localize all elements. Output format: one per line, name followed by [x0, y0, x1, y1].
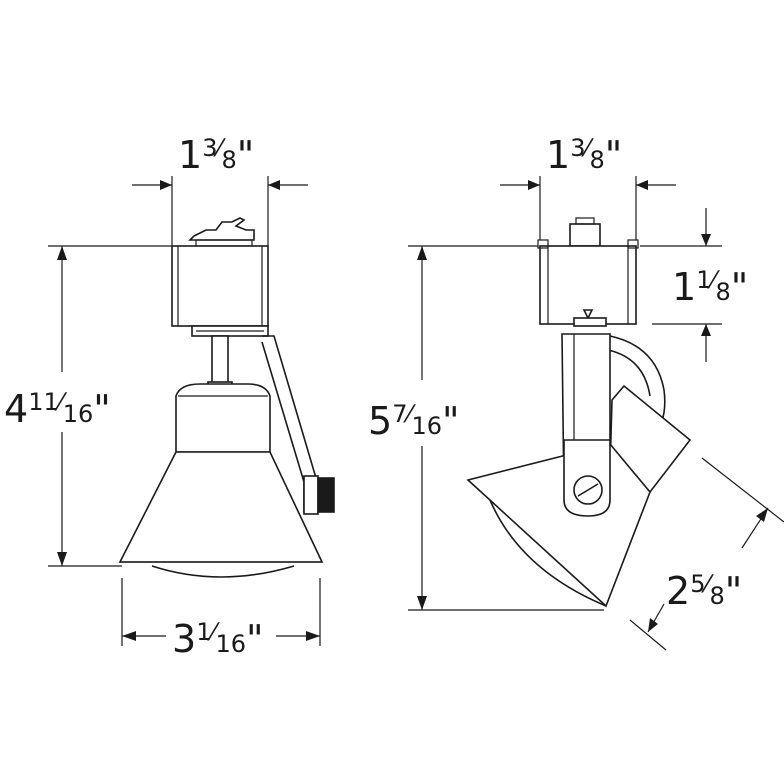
front-bottom-dimension: 31⁄16": [121, 578, 321, 661]
front-view-fixture: [118, 217, 335, 578]
side-top-width-label: 13⁄8": [546, 133, 622, 177]
side-view-fixture: [466, 217, 692, 608]
side-adapter-dimension: 11⁄8": [640, 208, 748, 362]
side-height-dimension: 57⁄16": [368, 245, 604, 611]
side-height-label: 57⁄16": [368, 399, 460, 443]
side-head-length-label: 25⁄8": [666, 569, 742, 613]
front-height-dimension: 411⁄16": [4, 245, 172, 567]
front-top-width-label: 13⁄8": [178, 133, 254, 177]
side-head-dimension: 25⁄8": [629, 457, 784, 651]
front-height-label: 411⁄16": [4, 387, 111, 431]
front-top-dimension: 13⁄8": [132, 133, 308, 246]
front-bottom-width-label: 31⁄16": [172, 617, 264, 661]
side-adapter-height-label: 11⁄8": [672, 265, 748, 309]
